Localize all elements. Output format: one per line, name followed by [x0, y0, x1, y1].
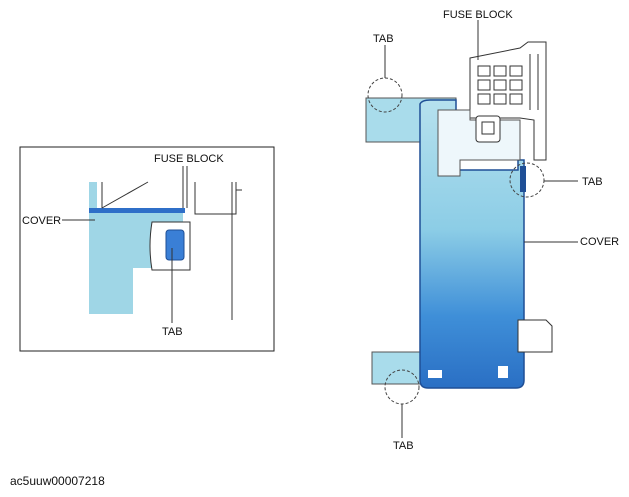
figure-caption: ac5uuw00007218 — [10, 474, 105, 488]
tab-right-shape — [520, 166, 526, 192]
label-fuse-block-main: FUSE BLOCK — [443, 9, 513, 21]
detail-inset — [19, 146, 275, 352]
label-fuse-block-detail: FUSE BLOCK — [154, 153, 224, 165]
detail-cover-shape — [89, 182, 183, 314]
tab-circle-top-left — [367, 77, 403, 113]
detail-cover-edge — [89, 208, 185, 213]
tab-circle-right — [509, 162, 545, 198]
detail-tab-shape — [165, 229, 185, 261]
label-tab-right: TAB — [582, 176, 603, 188]
label-tab-top-left: TAB — [373, 33, 394, 45]
cover-mark-left — [428, 370, 442, 378]
connector-pin — [481, 121, 495, 135]
main-assembly — [365, 20, 578, 438]
cover-mark-right — [498, 366, 508, 378]
cover-lower-flange — [371, 351, 425, 385]
label-cover-detail: COVER — [22, 215, 62, 227]
label-tab-bottom: TAB — [393, 440, 414, 452]
label-cover-main: COVER — [580, 236, 620, 248]
side-bracket — [517, 319, 553, 353]
label-tab-detail: TAB — [162, 326, 183, 338]
connector — [475, 115, 501, 143]
fuse-block-cells — [477, 54, 539, 110]
detail-fuse-block-outline — [101, 166, 242, 320]
